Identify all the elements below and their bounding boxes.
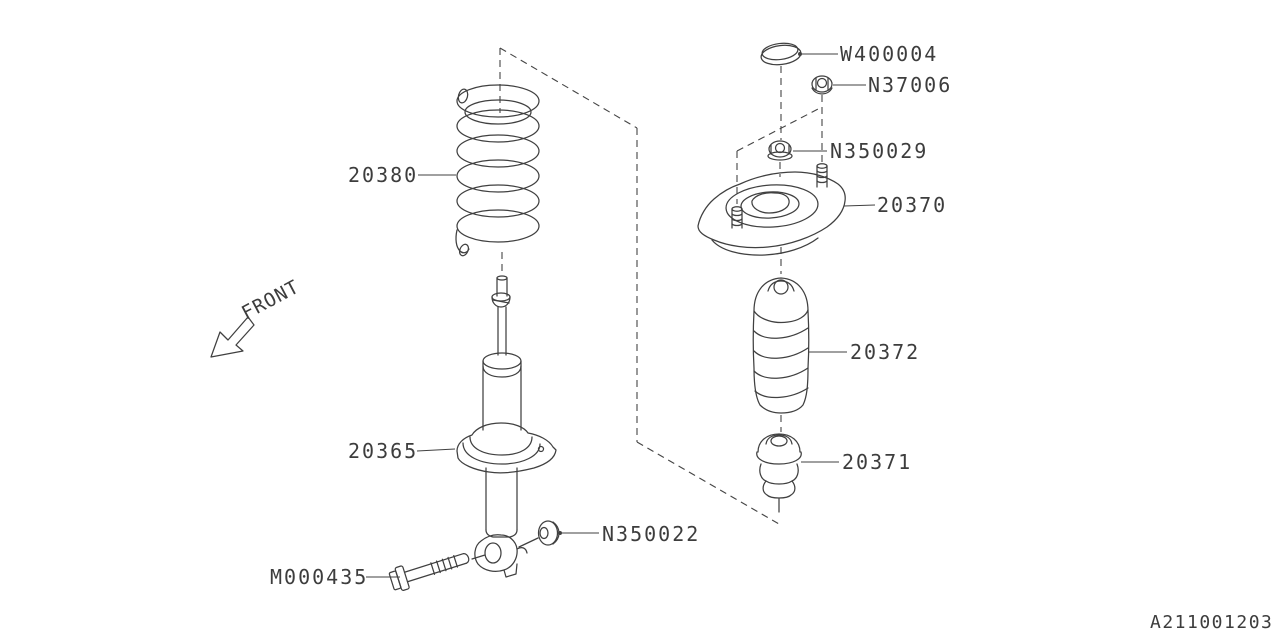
helper-rubber-drawing: [756, 433, 802, 513]
shock-absorber-drawing: [456, 275, 557, 578]
leader-lines: [366, 53, 876, 578]
part-label-dust-cover: 20372: [850, 340, 920, 364]
part-label-helper-rubber: 20371: [842, 450, 912, 474]
part-label-bolt: M000435: [270, 565, 368, 589]
lower-nut-drawing: [537, 520, 562, 546]
part-label-coil-spring: 20380: [348, 163, 418, 187]
front-arrow-label: FRONT: [238, 276, 303, 325]
mount-nut-drawing: [767, 140, 793, 161]
dust-cover-drawing: [752, 277, 810, 414]
part-label-lower-nut: N350022: [602, 522, 700, 546]
upper-nut-drawing: [811, 75, 833, 95]
coil-spring-drawing: [455, 84, 540, 257]
bolt-drawing: [388, 552, 470, 591]
part-label-mount-nut: N350029: [830, 139, 928, 163]
part-label-mount: 20370: [877, 193, 947, 217]
part-label-cap: W400004: [840, 42, 938, 66]
reference-dashed-lines: [499, 47, 823, 525]
part-labels: W400004 N37006 N350029 20370 20372 20371…: [270, 42, 952, 589]
strut-mount-drawing: [697, 163, 846, 256]
drawing-number: A211001203: [1150, 612, 1273, 633]
cap-drawing: [760, 42, 802, 66]
part-label-upper-nut: N37006: [868, 73, 952, 97]
front-arrow-icon: FRONT: [210, 276, 303, 358]
part-label-shock: 20365: [348, 439, 418, 463]
